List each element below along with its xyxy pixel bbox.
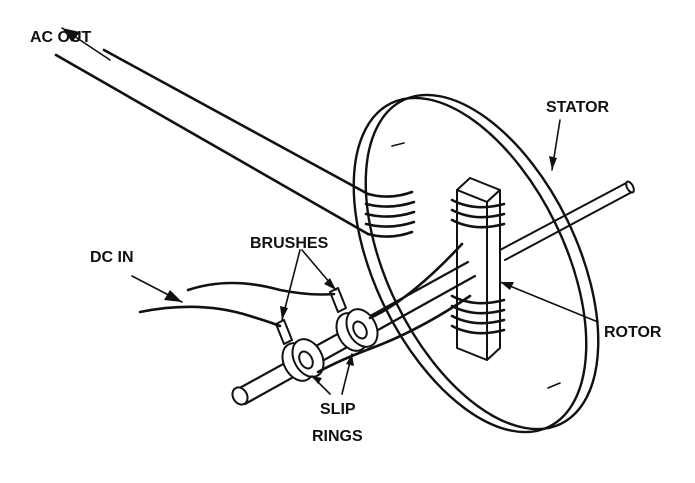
leader-lines <box>280 119 599 395</box>
slip-ring-rear <box>335 308 379 352</box>
dc-input-wires <box>131 275 336 328</box>
slip-rings-label-line1: SLIP <box>320 401 356 418</box>
stator-winding <box>364 190 416 238</box>
dc-in-arrow <box>164 290 182 302</box>
ac-output-wires <box>54 27 370 236</box>
ac-out-arrow <box>62 28 80 42</box>
rotor <box>450 177 506 361</box>
ac-out-label: AC OUT <box>30 29 92 46</box>
slip-ring-front <box>281 338 325 382</box>
dc-in-label: DC IN <box>90 249 134 266</box>
rotor-label: ROTOR <box>604 324 662 341</box>
brush-front <box>275 319 293 345</box>
brushes-label: BRUSHES <box>250 235 329 252</box>
slip-rings-label-line2: RINGS <box>312 428 363 445</box>
brush-rear <box>329 287 347 313</box>
rotor-leads <box>316 242 472 374</box>
shaft-rear <box>499 180 635 261</box>
stator-label: STATOR <box>546 99 610 116</box>
